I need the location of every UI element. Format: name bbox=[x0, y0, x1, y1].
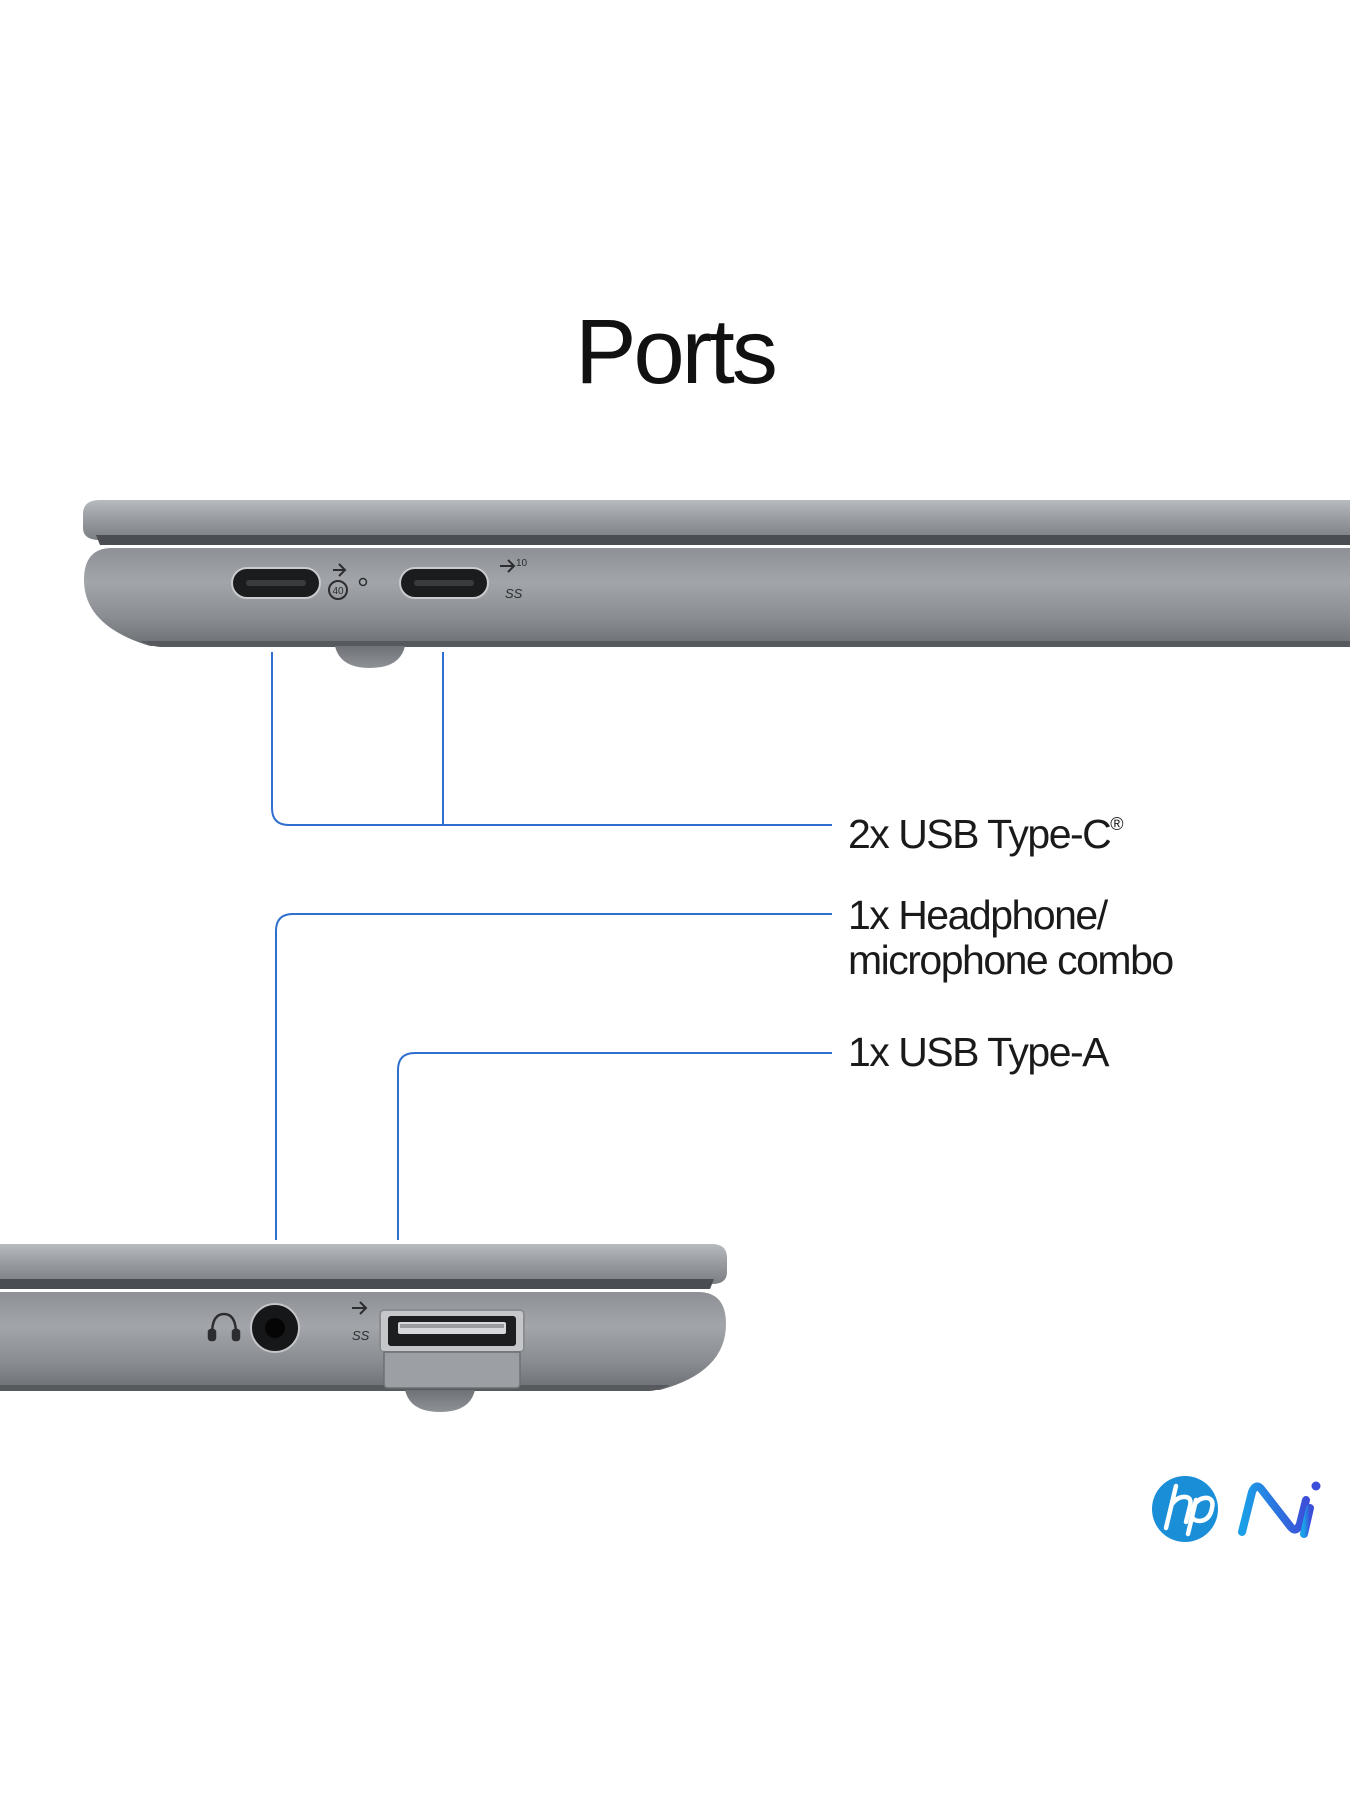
usb-a-callout-line bbox=[397, 1052, 832, 1240]
laptop-bottom-base bbox=[0, 1292, 726, 1390]
laptop-top-foot bbox=[335, 646, 405, 668]
usb-c-callout-line bbox=[271, 652, 832, 826]
headphone-icon bbox=[207, 1312, 241, 1342]
laptop-top-view: 40 10 SS bbox=[83, 500, 1350, 668]
usb-a-port-icon bbox=[379, 1309, 525, 1389]
laptop-bottom-foot bbox=[405, 1390, 475, 1412]
laptop-top-base bbox=[84, 548, 1350, 646]
usb-symbol-icon bbox=[328, 563, 348, 600]
superspeed-label: SS bbox=[352, 1328, 370, 1343]
led-indicator-icon bbox=[358, 577, 368, 587]
usb-symbol-icon bbox=[352, 1301, 368, 1315]
laptop-bottom-lid-shadow bbox=[0, 1279, 714, 1289]
laptop-top-lid bbox=[83, 500, 1350, 540]
headphone-label-line1: 1x Headphone/ bbox=[848, 892, 1108, 938]
page-title: Ports bbox=[575, 301, 778, 403]
usb-c-speed-label: 10 bbox=[516, 558, 528, 569]
usb-a-label: 1x USB Type-A bbox=[848, 1029, 1110, 1075]
headphone-label-line2: microphone combo bbox=[848, 937, 1174, 983]
usb-symbol-icon bbox=[500, 559, 516, 573]
superspeed-label: SS bbox=[505, 586, 523, 601]
laptop-top-base-edge bbox=[140, 641, 1350, 647]
usb-c-speed-label: 40 bbox=[332, 586, 344, 597]
laptop-top-lid-shadow bbox=[96, 535, 1350, 545]
registered-mark: ® bbox=[1110, 814, 1124, 834]
callout-lines bbox=[271, 652, 832, 1240]
ai-logo-icon bbox=[1238, 1481, 1321, 1538]
headphone-label: 1x Headphone/ microphone combo bbox=[848, 892, 1174, 983]
brand-logos bbox=[1152, 1476, 1321, 1542]
hp-logo-icon bbox=[1152, 1476, 1218, 1542]
headphone-callout-line bbox=[275, 913, 832, 1240]
laptop-bottom-lid bbox=[0, 1244, 727, 1284]
laptop-bottom-view: SS bbox=[0, 1244, 727, 1412]
laptop-bottom-base-edge bbox=[0, 1385, 670, 1391]
usb-c-label-text: 2x USB Type-C bbox=[848, 811, 1112, 857]
usb-c-label: 2x USB Type-C® bbox=[848, 802, 1124, 857]
